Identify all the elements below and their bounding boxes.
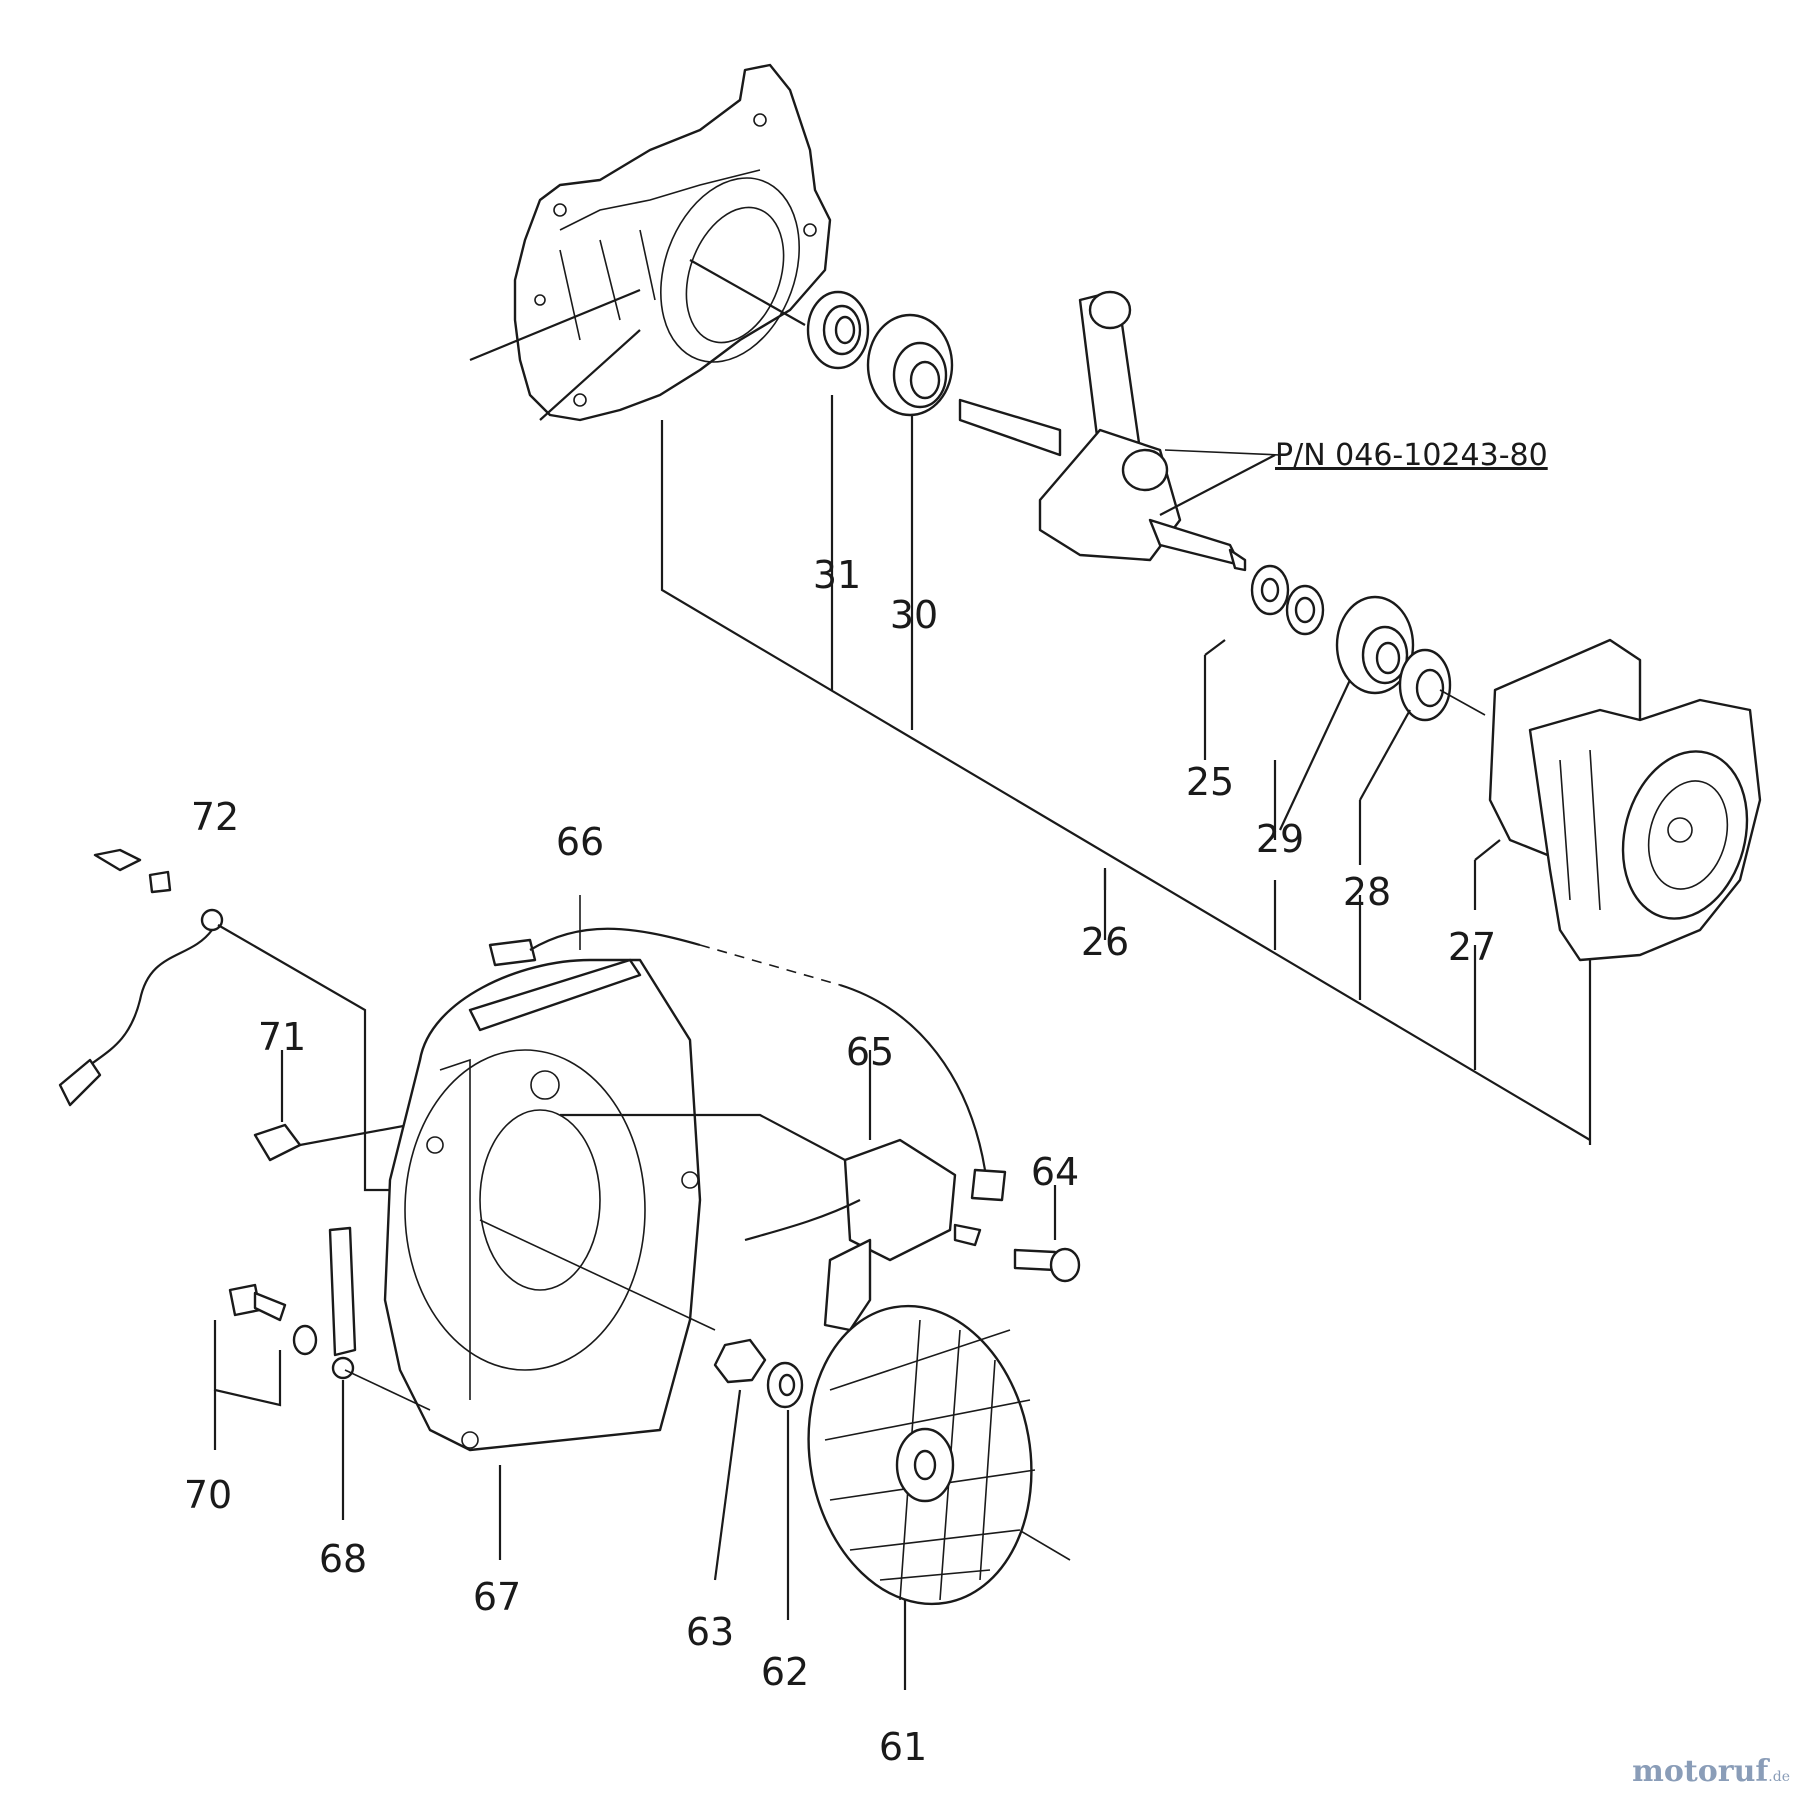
part-number-64: 64 (1031, 1150, 1079, 1194)
ground-lead-72 (58, 848, 224, 1107)
part-number-25: 25 (1186, 760, 1234, 804)
bolt-washer-70 (228, 1283, 318, 1356)
oil-seal-31 (806, 290, 870, 370)
part-number-62: 62 (761, 1650, 809, 1694)
part-number-67: 67 (473, 1575, 521, 1619)
part-number-27: 27 (1448, 925, 1496, 969)
watermark-brand: motoruf (1632, 1754, 1769, 1789)
part-number-66: 66 (556, 820, 604, 864)
spark-plug-wire-66 (488, 927, 1007, 1202)
crankshaft-part-number: P/N 046-10243-80 (1275, 438, 1548, 473)
crankcase-upper-half (513, 63, 832, 422)
part-number-26: 26 (1081, 920, 1129, 964)
oil-seal-28 (1398, 648, 1452, 722)
crankcase-lower-half (1488, 638, 1762, 962)
watermark-suffix: .de (1768, 1769, 1790, 1785)
coil-screw-64 (1013, 1247, 1081, 1283)
ignition-coil-65 (744, 1138, 982, 1332)
flywheel-61 (807, 1304, 1036, 1606)
part-number-72: 72 (191, 795, 239, 839)
washer-62 (766, 1361, 804, 1409)
fan-housing-67 (383, 958, 702, 1452)
guide-plate-68 (328, 1226, 357, 1380)
ball-bearing-30 (866, 313, 954, 417)
site-watermark: motoruf.de (1632, 1754, 1790, 1789)
crankshaft (958, 290, 1247, 572)
part-number-63: 63 (686, 1610, 734, 1654)
flywheel-nut-63 (713, 1338, 767, 1384)
part-number-71: 71 (258, 1015, 306, 1059)
part-number-61: 61 (879, 1725, 927, 1769)
part-number-30: 30 (890, 593, 938, 637)
part-number-70: 70 (184, 1473, 232, 1517)
thrust-washers-25 (1250, 564, 1325, 636)
part-number-68: 68 (319, 1537, 367, 1581)
part-number-29: 29 (1256, 817, 1304, 861)
part-number-28: 28 (1343, 870, 1391, 914)
part-number-65: 65 (846, 1030, 894, 1074)
part-number-31: 31 (813, 553, 861, 597)
ball-bearing-29 (1335, 595, 1415, 695)
